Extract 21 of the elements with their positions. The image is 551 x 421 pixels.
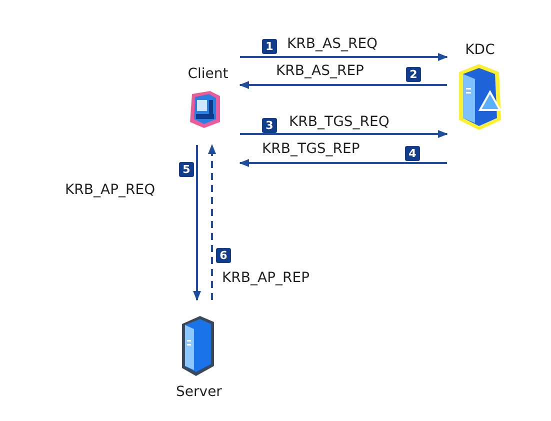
arrow (193, 145, 201, 301)
edge-label: KRB_TGS_REQ (289, 114, 390, 130)
arrow (240, 53, 448, 61)
edge-label: KRB_TGS_REP (262, 141, 360, 157)
node-label: KDC (464, 42, 496, 58)
node-label: Client (186, 66, 230, 82)
arrow (240, 130, 448, 138)
arrow (239, 159, 447, 167)
node-label: Server (175, 384, 223, 400)
arrow (208, 144, 216, 300)
edge-label: KRB_AS_REQ (287, 36, 378, 52)
edge-label: KRB_AS_REP (276, 63, 364, 79)
step-number: 6 (216, 248, 231, 263)
step-number: 2 (406, 67, 421, 82)
step-number: 3 (262, 118, 277, 133)
arrow (239, 81, 447, 89)
step-number: 5 (179, 162, 194, 177)
edge-label: KRB_AP_REP (222, 270, 310, 286)
step-number: 4 (405, 146, 420, 161)
step-number: 1 (262, 39, 277, 54)
edge-label: KRB_AP_REQ (65, 182, 156, 198)
